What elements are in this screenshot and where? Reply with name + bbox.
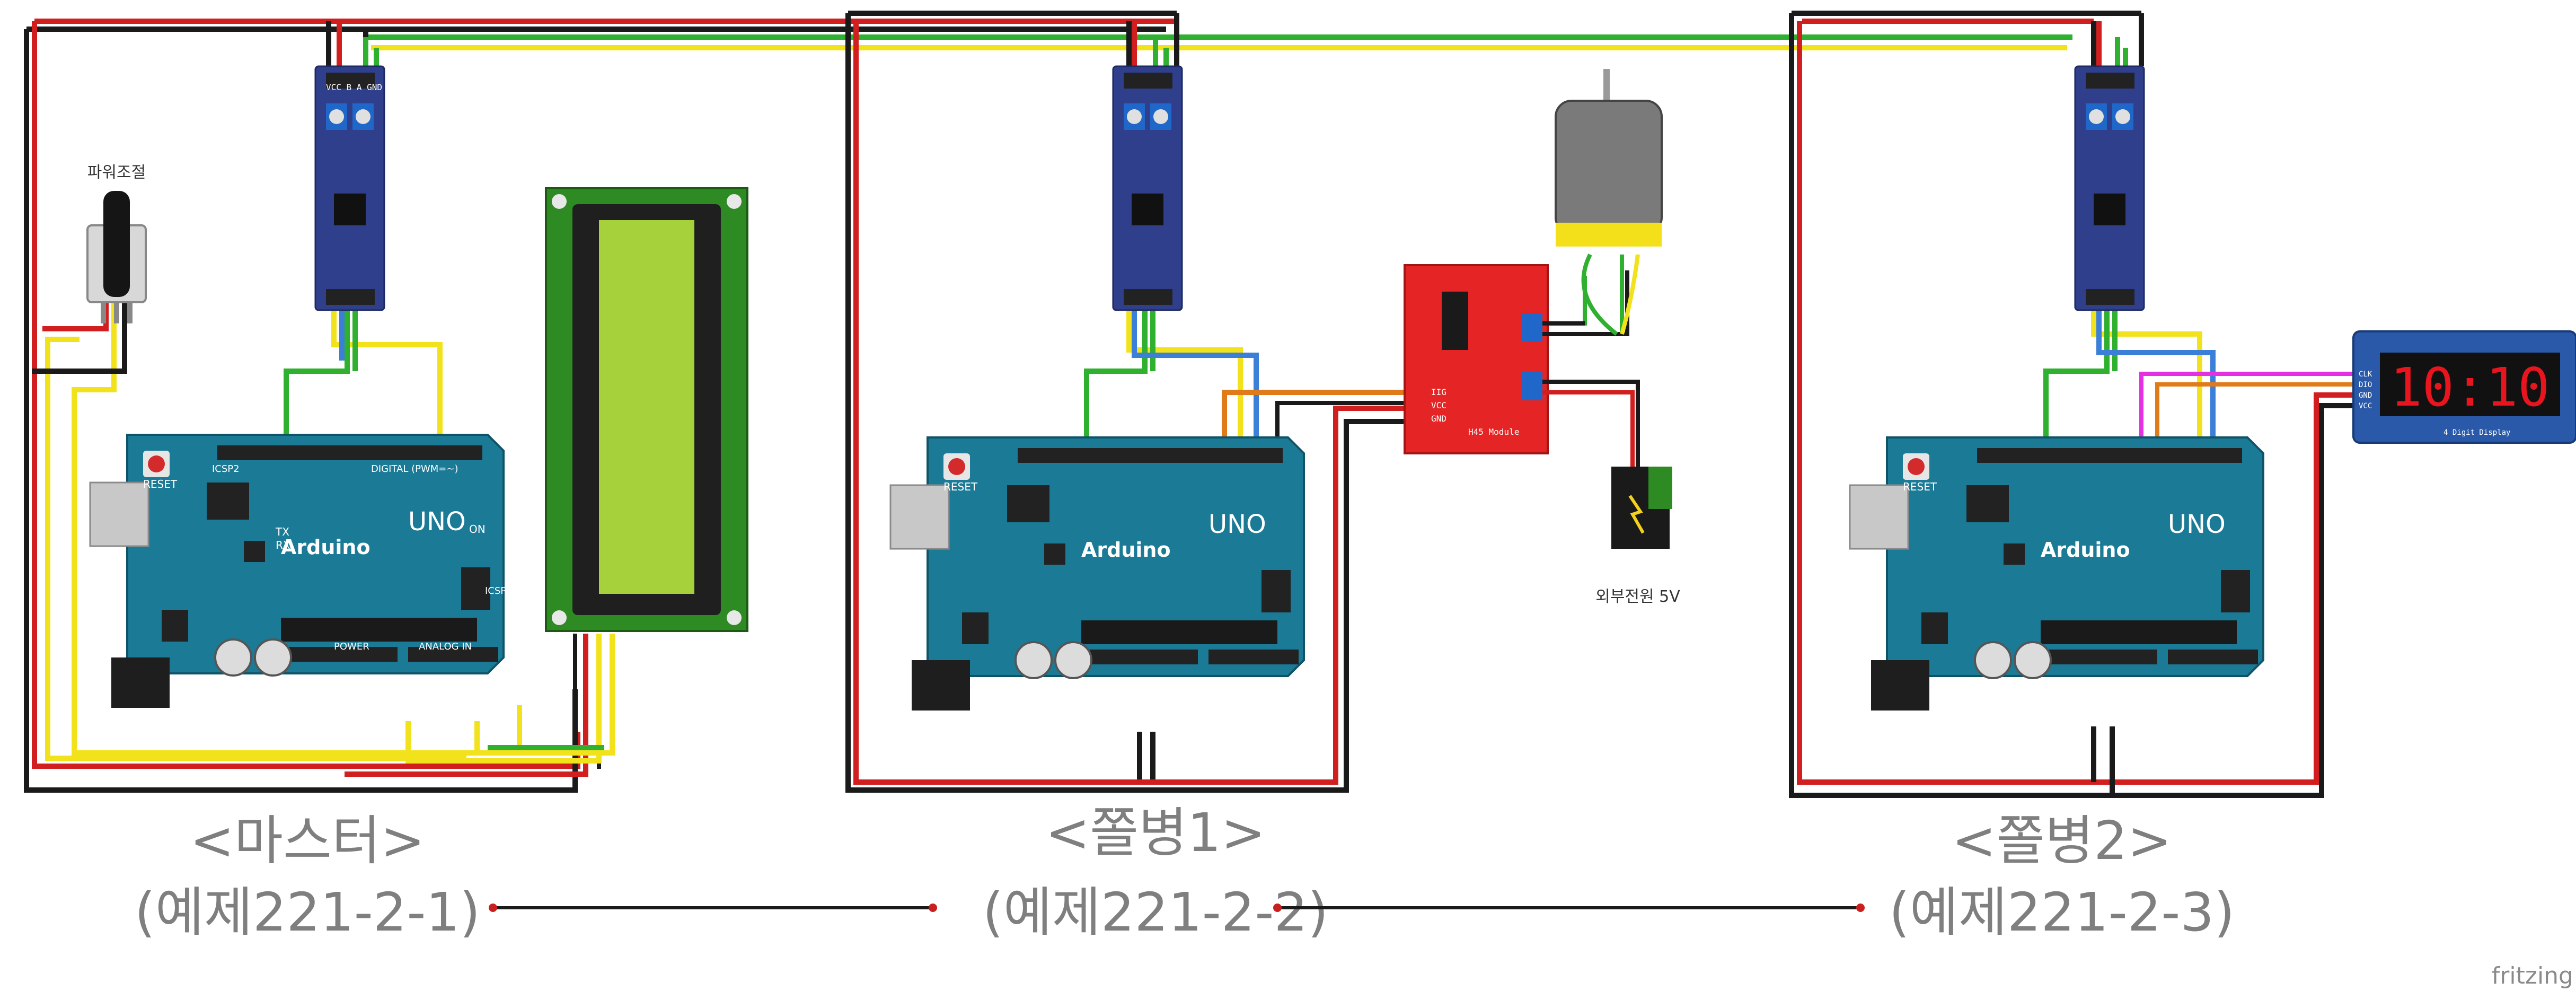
reset-label-s1: RESET: [943, 480, 978, 493]
slave2-title: <쫄병2>: [1952, 810, 2172, 872]
hbridge-pin-vcc: VCC: [1431, 400, 1446, 410]
analog-label: ANALOG IN: [419, 641, 472, 652]
dc-motor: [1555, 69, 1663, 247]
arduino-slave2: Arduino UNO RESET: [1849, 436, 2264, 712]
rs485-module-slave1: [1112, 65, 1183, 311]
tx-label: TX: [275, 525, 289, 538]
master-subtitle: (예제221-2-1): [135, 881, 480, 943]
fritzing-watermark: fritzing: [2492, 962, 2573, 989]
reset-label: RESET: [143, 478, 178, 490]
hbridge-label: H45 Module: [1468, 427, 1519, 437]
hbridge-pin-gnd: GND: [1431, 414, 1446, 424]
power-label-board: POWER: [334, 641, 369, 652]
slave2-section: Arduino UNO RESET 10:10 CLK DIO GND VCC …: [1789, 13, 2576, 943]
icsp-label: ICSP: [485, 585, 506, 597]
display-digits: 10:10: [2390, 356, 2549, 418]
icsp2-label: ICSP2: [212, 463, 240, 475]
master-title: <마스터>: [190, 810, 425, 872]
display-pin-dio: DIO: [2359, 381, 2372, 389]
hbridge-module: IIG VCC GND H45 Module: [1404, 264, 1549, 454]
rs485-module-master: VCC B A GND: [314, 65, 385, 311]
power-jack: [1611, 467, 1672, 549]
arduino-model: UNO: [408, 507, 466, 537]
display-pin-gnd: GND: [2359, 391, 2372, 400]
arduino-brand-s1: Arduino: [1081, 538, 1171, 562]
digital-label: DIGITAL (PWM=~): [371, 463, 458, 475]
arduino-slave1: Arduino UNO RESET: [889, 436, 1305, 712]
lcd-display: [545, 187, 748, 632]
pot-label: 파워조절: [87, 163, 146, 182]
on-label: ON: [469, 523, 486, 536]
arduino-master: Arduino UNO RESET ICSP2 DIGITAL (PWM=~) …: [89, 434, 506, 709]
rs485-pin-labels: VCC B A GND: [326, 82, 382, 92]
display-pin-vcc: VCC: [2359, 402, 2372, 410]
master-section: 파워조절 VCC B A GND Arduino UNO RESET ICSP2…: [24, 21, 748, 943]
display-pin-clk: CLK: [2359, 370, 2372, 379]
slave1-title: <쫄병1>: [1045, 802, 1265, 864]
display-caption: 4 Digit Display: [2443, 428, 2510, 437]
label-connectors: [489, 904, 1865, 912]
four-digit-display: 10:10 CLK DIO GND VCC 4 Digit Display: [2352, 330, 2576, 444]
slave1-section: Arduino UNO RESET IIG VCC GND H45 Module: [845, 13, 1680, 943]
arduino-model-s2: UNO: [2168, 510, 2226, 539]
bus-wires: [27, 11, 2141, 50]
arduino-model-s1: UNO: [1208, 510, 1266, 539]
arduino-brand: Arduino: [281, 536, 370, 559]
hbridge-pin-iig: IIG: [1431, 387, 1446, 397]
slave2-subtitle: (예제221-2-3): [1889, 881, 2235, 943]
arduino-brand-s2: Arduino: [2041, 538, 2130, 562]
rs485-module-slave2: [2074, 65, 2145, 311]
reset-label-s2: RESET: [1903, 480, 1937, 493]
potentiometer[interactable]: [86, 191, 147, 323]
power-label: 외부전원 5V: [1595, 587, 1680, 606]
slave1-subtitle: (예제221-2-2): [983, 881, 1328, 943]
rx-label: RX: [276, 539, 290, 551]
